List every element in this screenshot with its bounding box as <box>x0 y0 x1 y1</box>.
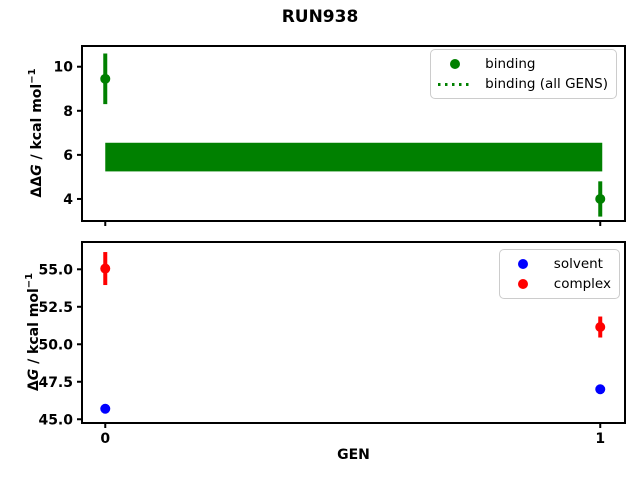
confidence-band <box>105 142 603 172</box>
y-axis-label-part: / kcal mol <box>25 288 42 369</box>
y-axis-label-part: G <box>28 164 45 176</box>
legend-solvent-complex: solvent complex <box>498 249 620 299</box>
marker-dot-icon <box>449 59 460 69</box>
y-axis-label-dg: ΔG / kcal mol−1 <box>24 273 42 391</box>
x-axis-label: GEN <box>337 447 370 463</box>
legend-entry: binding (all GENS) <box>438 74 608 94</box>
x-tick-label: 0 <box>100 431 110 447</box>
y-tick-label: 52.5 <box>38 300 73 316</box>
y-tick-label: 10 <box>54 60 74 76</box>
y-axis-label-part: / kcal mol <box>28 83 45 165</box>
legend-entry: binding <box>438 54 608 74</box>
axes-spines <box>81 241 626 424</box>
y-axis-label-part: Δ <box>25 380 42 392</box>
y-tick-label: 55.0 <box>38 262 73 278</box>
dotted-line-icon <box>438 82 472 86</box>
legend-label: solvent <box>553 256 603 272</box>
legend-label: binding (all GENS) <box>485 76 608 92</box>
y-tick-label: 47.5 <box>38 375 73 391</box>
legend-label: complex <box>553 276 611 292</box>
legend-label: binding <box>485 56 536 72</box>
complex-point <box>100 263 111 274</box>
binding-point <box>595 193 606 204</box>
y-tick-label: 45.0 <box>38 412 73 428</box>
complex-point <box>595 322 606 333</box>
legend-binding: binding binding (all GENS) <box>430 49 617 99</box>
legend-handle-box <box>507 259 540 269</box>
marker-dot-icon <box>518 259 529 269</box>
figure-title: RUN938 <box>281 7 359 27</box>
y-tick-label: 8 <box>63 104 73 120</box>
marker-dot-icon <box>518 279 529 289</box>
solvent-point <box>100 403 111 414</box>
y-tick-label: 6 <box>63 148 73 164</box>
binding-point <box>100 73 111 84</box>
solvent-point <box>595 384 606 395</box>
legend-handle-box <box>438 82 472 86</box>
x-tick-label: 1 <box>595 431 605 447</box>
y-tick-label: 4 <box>63 192 73 208</box>
legend-handle-box <box>438 59 471 69</box>
y-tick-label: 50.0 <box>38 337 73 353</box>
y-axis-label-ddg: ΔΔG / kcal mol−1 <box>27 68 45 197</box>
axes-spines <box>81 45 626 222</box>
y-axis-label-part: −1 <box>24 272 36 289</box>
legend-handle-box <box>507 279 540 289</box>
legend-entry: solvent <box>507 254 611 274</box>
y-axis-label-part: −1 <box>27 68 39 84</box>
y-axis-label-part: ΔΔ <box>28 175 45 198</box>
legend-entry: complex <box>507 274 611 294</box>
y-axis-label-part: G <box>25 368 42 381</box>
